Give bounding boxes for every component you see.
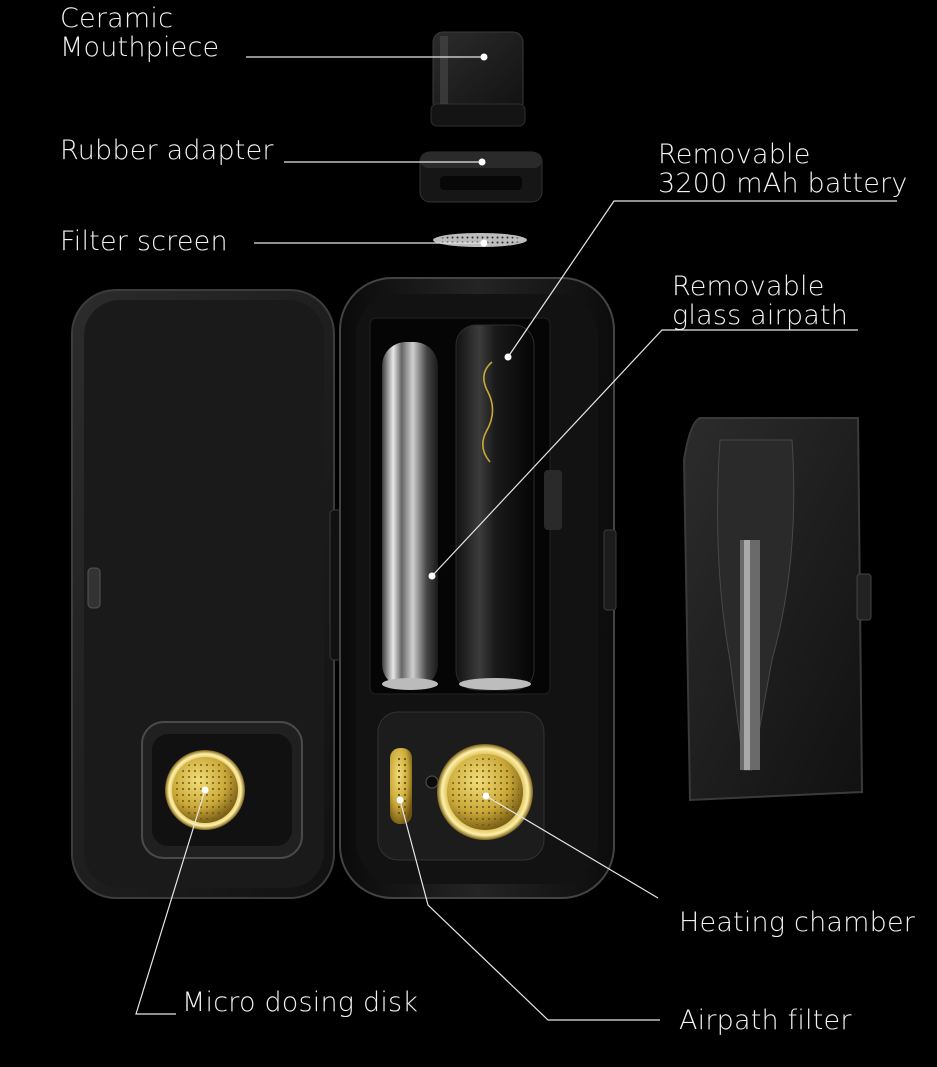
leader-dot-glass-airpath (428, 572, 436, 580)
label-glass-airpath-line1: Removable (672, 271, 825, 302)
leader-dot-filter-screen (480, 239, 488, 247)
label-ceramic-mouthpiece: Ceramic Mouthpiece (60, 4, 219, 62)
leader-dot-ceramic-mouthpiece (480, 53, 488, 61)
glass-airpath (382, 342, 438, 690)
leader-airpath-filter (399, 799, 660, 1021)
side-panel (682, 417, 872, 802)
leader-battery (507, 200, 897, 358)
leader-dot-battery (504, 353, 512, 361)
label-filter-screen: Filter screen (60, 226, 228, 257)
case-lid (71, 289, 345, 899)
leader-dot-airpath-filter (396, 796, 404, 804)
label-airpath-filter: Airpath filter (679, 1005, 852, 1036)
filter-screen (433, 233, 527, 247)
leader-dot-micro-dosing-disk (201, 786, 209, 794)
leader-dot-rubber-adapter (478, 158, 486, 166)
ceramic-mouthpiece (430, 31, 526, 127)
label-glass-airpath: Removable glass airpath (672, 272, 848, 330)
leader-glass-airpath (431, 329, 858, 577)
leader-lines (135, 53, 897, 1021)
airpath-filter (390, 748, 412, 824)
label-ceramic-mouthpiece-line1: Ceramic (60, 3, 174, 34)
battery (455, 324, 535, 691)
label-micro-dosing-disk: Micro dosing disk (182, 987, 419, 1018)
label-battery-line1: Removable (658, 139, 811, 170)
leader-dot-heating-chamber (482, 792, 490, 800)
label-glass-airpath-line2: glass airpath (672, 300, 849, 331)
leader-heating-chamber (485, 795, 659, 899)
case-body (339, 277, 617, 899)
label-ceramic-mouthpiece-line2: Mouthpiece (60, 32, 220, 63)
heating-chamber (437, 744, 533, 840)
label-battery: Removable 3200 mAh battery (658, 140, 908, 198)
label-heating-chamber: Heating chamber (679, 907, 916, 938)
leader-micro-dosing-disk (135, 789, 206, 1015)
label-rubber-adapter: Rubber adapter (60, 135, 274, 166)
label-battery-line2: 3200 mAh battery (658, 168, 908, 199)
